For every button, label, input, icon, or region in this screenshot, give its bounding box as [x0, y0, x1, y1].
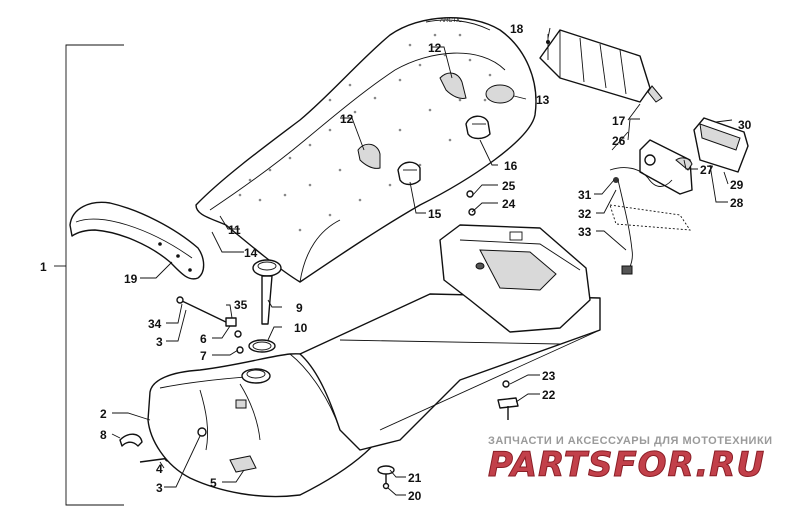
callout-35: 35 [234, 298, 248, 312]
assembly-bracket [54, 44, 124, 506]
callout-21: 21 [408, 471, 422, 485]
watermark: ЗАПЧАСТИ И АКСЕССУАРЫ ДЛЯ МОТОТЕХНИКИ PA… [488, 435, 773, 486]
callout-33: 33 [578, 225, 592, 239]
callout-26: 26 [612, 134, 626, 148]
callout-9: 9 [296, 301, 303, 315]
watermark-brand: PARTSFOR.RU [488, 445, 765, 485]
svg-text:ARCTIC: ARCTIC [439, 18, 463, 24]
callout-13: 13 [536, 93, 550, 107]
callout-10: 10 [294, 321, 308, 335]
callout-15: 15 [428, 207, 442, 221]
callout-12: 12 [340, 112, 354, 126]
cap-13-part [485, 84, 515, 104]
leader-lines [111, 27, 729, 496]
callout-4: 4 [156, 462, 163, 476]
hardware-right-part [497, 380, 519, 420]
fender-19-part [69, 201, 205, 280]
callout-labels: 1 2 3 3 4 5 6 7 8 9 10 11 12 12 13 14 15… [40, 22, 752, 503]
fuel-cap-part [248, 259, 282, 353]
callout-3: 3 [156, 335, 163, 349]
callout-7: 7 [200, 349, 207, 363]
callout-27: 27 [700, 163, 714, 177]
rear-rack-17-part [539, 29, 663, 103]
callout-23: 23 [542, 369, 556, 383]
callout-11: 11 [228, 223, 241, 237]
callout-22: 22 [542, 388, 556, 402]
callout-30: 30 [738, 118, 752, 132]
callout-14: 14 [244, 246, 258, 260]
callout-34: 34 [148, 317, 162, 331]
callout-6: 6 [200, 332, 207, 346]
callout-24: 24 [502, 197, 516, 211]
callout-19: 19 [124, 272, 138, 286]
watermark-tagline: ЗАПЧАСТИ И АКСЕССУАРЫ ДЛЯ МОТОТЕХНИКИ [488, 435, 773, 447]
knob-16-part [465, 115, 491, 140]
callout-1: 1 [40, 260, 47, 274]
tail-light-bracket-part [609, 139, 693, 195]
callout-12: 12 [428, 41, 442, 55]
callout-8: 8 [100, 428, 107, 442]
callout-5: 5 [210, 476, 217, 490]
hardware-bottom-part [377, 465, 395, 490]
callout-20: 20 [408, 489, 422, 503]
callout-3: 3 [156, 481, 163, 495]
callout-31: 31 [578, 188, 592, 202]
callout-18: 18 [510, 22, 524, 36]
callout-29: 29 [730, 178, 744, 192]
callout-25: 25 [502, 179, 516, 193]
seat-part: ARCTIC [195, 17, 537, 283]
knob-15-part [397, 161, 421, 186]
callout-28: 28 [730, 196, 744, 210]
callout-16: 16 [504, 159, 518, 173]
tail-light-lens-part [693, 117, 749, 173]
callout-2: 2 [100, 407, 107, 421]
callout-32: 32 [578, 207, 592, 221]
wire-harness-part [609, 179, 691, 275]
callout-17: 17 [612, 114, 626, 128]
